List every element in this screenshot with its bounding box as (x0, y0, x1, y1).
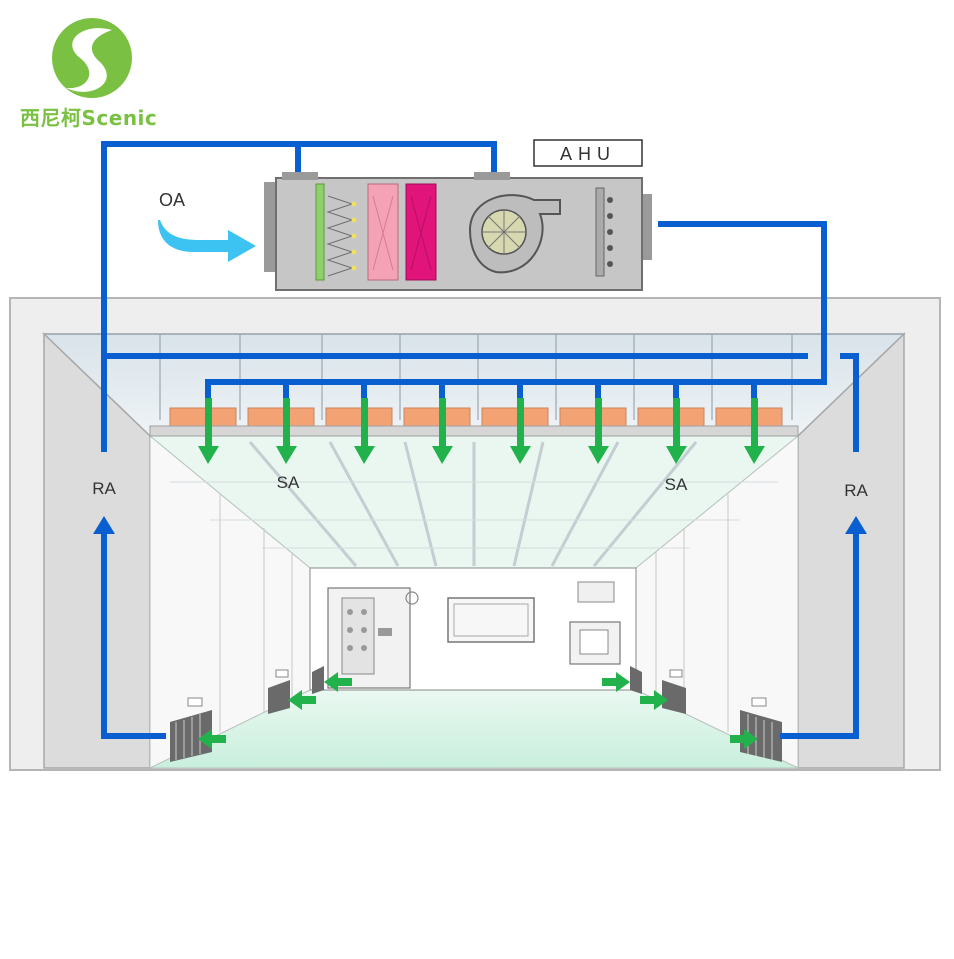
return-air-label-right: RA (844, 481, 868, 500)
supply-arrow (744, 398, 765, 464)
return-air-grilles (170, 666, 782, 762)
supply-arrow (432, 398, 453, 464)
return-arrow (730, 729, 758, 749)
supply-arrow (666, 398, 687, 464)
return-air-duct-right (840, 353, 859, 452)
ahu-label: AHU (560, 144, 616, 164)
return-air-riser-right (780, 516, 867, 739)
supply-arrow (354, 398, 375, 464)
supply-arrow (198, 398, 219, 464)
pass-through-window (569, 621, 621, 665)
hepa-filter-row (149, 407, 799, 437)
supply-air-duct (205, 221, 827, 398)
ahu-label-box (533, 139, 643, 167)
ahu-unit (264, 172, 652, 291)
supply-air-label-right: SA (665, 475, 688, 494)
return-grille-left-3 (312, 666, 324, 694)
return-arrow (640, 690, 668, 710)
outdoor-air-arrow (158, 220, 256, 262)
cleanroom-shell (9, 297, 941, 771)
supply-air-arrows (198, 398, 765, 464)
supply-arrow (276, 398, 297, 464)
return-arrow (198, 729, 226, 749)
brand-name: 西尼柯Scenic (20, 106, 158, 130)
supply-air-label-left: SA (277, 473, 300, 492)
supply-arrow (510, 398, 531, 464)
return-grille-right-3 (630, 666, 642, 694)
window-panel (447, 597, 535, 643)
return-air-duct-left (101, 141, 808, 452)
return-air-label-left: RA (92, 479, 116, 498)
return-grille-left-2 (268, 680, 290, 714)
leaf-s-logo-icon (52, 18, 132, 98)
return-grille-left-1 (170, 710, 212, 762)
return-arrow (602, 672, 630, 692)
return-arrow (324, 672, 352, 692)
pass-box (327, 587, 411, 689)
return-flow-arrows (198, 672, 758, 749)
return-arrow (288, 690, 316, 710)
return-grille-right-2 (662, 680, 686, 714)
fan-icon (468, 194, 561, 274)
supply-arrow (588, 398, 609, 464)
outdoor-air-label: OA (159, 190, 185, 210)
clock-icon (405, 591, 419, 605)
return-air-riser-left (93, 516, 166, 739)
